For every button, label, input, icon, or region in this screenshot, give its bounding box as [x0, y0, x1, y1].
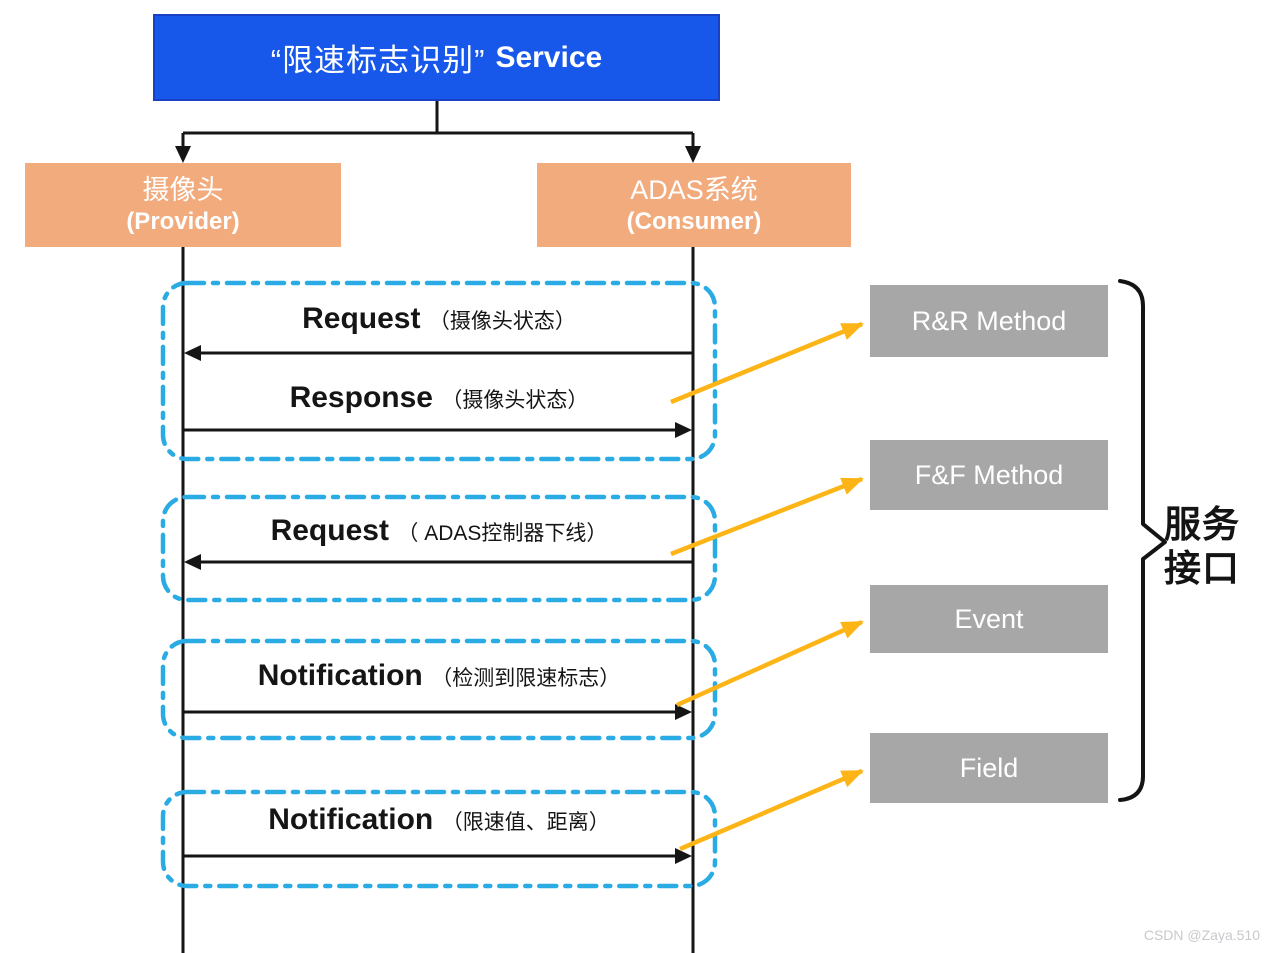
service-tree-connector [181, 101, 695, 148]
right-arrowhead-icon [675, 848, 692, 864]
message-label-request-2: Request （ ADAS控制器下线） [163, 514, 715, 548]
participant-provider: 摄像头 (Provider) [25, 163, 341, 247]
left-arrowhead-icon [184, 554, 201, 570]
message-label-notification-2: Notification （限速值、距离） [163, 803, 715, 837]
service-interface-label-line2: 接口 [1164, 548, 1240, 589]
callout-arrow-ff-method [670, 476, 864, 557]
message-name: Request [302, 302, 421, 335]
callout-arrows [670, 321, 864, 852]
service-title-cn: “限速标志识别” [270, 43, 486, 78]
down-arrowhead-icon [685, 146, 701, 163]
service-title-box: “限速标志识别” Service [153, 14, 720, 101]
consumer-name: ADAS系统 [630, 175, 758, 205]
left-arrowhead-icon [184, 345, 201, 361]
message-group-boxes [160, 280, 718, 889]
group-box-ff-method [160, 494, 718, 603]
message-detail: （限速值、距离） [441, 811, 610, 834]
interface-box-rr-method: R&R Method [870, 285, 1108, 357]
interface-label: F&F Method [914, 459, 1064, 490]
right-arrowhead-icon [675, 704, 692, 720]
message-detail: （检测到限速标志） [431, 667, 621, 690]
interface-box-ff-method: F&F Method [870, 440, 1108, 510]
message-name: Request [270, 514, 389, 547]
service-interface-label-line1: 服务 [1164, 504, 1240, 545]
callout-arrow-event [676, 619, 864, 708]
callout-arrow-field [679, 768, 864, 852]
consumer-role: (Consumer) [626, 208, 762, 235]
callout-arrow-rr-method [670, 321, 864, 405]
interface-box-event: Event [870, 585, 1108, 653]
message-arrows [183, 345, 693, 864]
message-name: Notification [268, 803, 434, 836]
interface-label: Event [954, 603, 1024, 634]
service-interface-label: 服务 接口 [1164, 503, 1256, 591]
service-title-en: Service [495, 40, 603, 74]
provider-role: (Provider) [126, 208, 240, 235]
right-arrowhead-icon [675, 422, 692, 438]
watermark-text: CSDN @Zaya.510 [1143, 927, 1260, 943]
message-label-request-1: Request （摄像头状态） [163, 302, 715, 336]
interface-label: Field [959, 752, 1019, 783]
message-name: Response [289, 381, 433, 414]
message-detail: （ ADAS控制器下线） [397, 522, 608, 545]
down-arrowhead-icon [175, 146, 191, 163]
provider-name: 摄像头 [142, 175, 224, 205]
message-label-response: Response （摄像头状态） [163, 381, 715, 415]
message-detail: （摄像头状态） [428, 310, 576, 333]
message-detail: （摄像头状态） [441, 389, 589, 412]
interface-box-field: Field [870, 733, 1108, 803]
message-label-notification-1: Notification （检测到限速标志） [163, 659, 715, 693]
participant-consumer: ADAS系统 (Consumer) [537, 163, 851, 247]
service-interface-brace [1118, 279, 1167, 802]
interface-label: R&R Method [911, 305, 1067, 336]
group-box-rr-method [160, 280, 718, 462]
message-name: Notification [257, 659, 423, 692]
group-box-field [160, 789, 718, 889]
